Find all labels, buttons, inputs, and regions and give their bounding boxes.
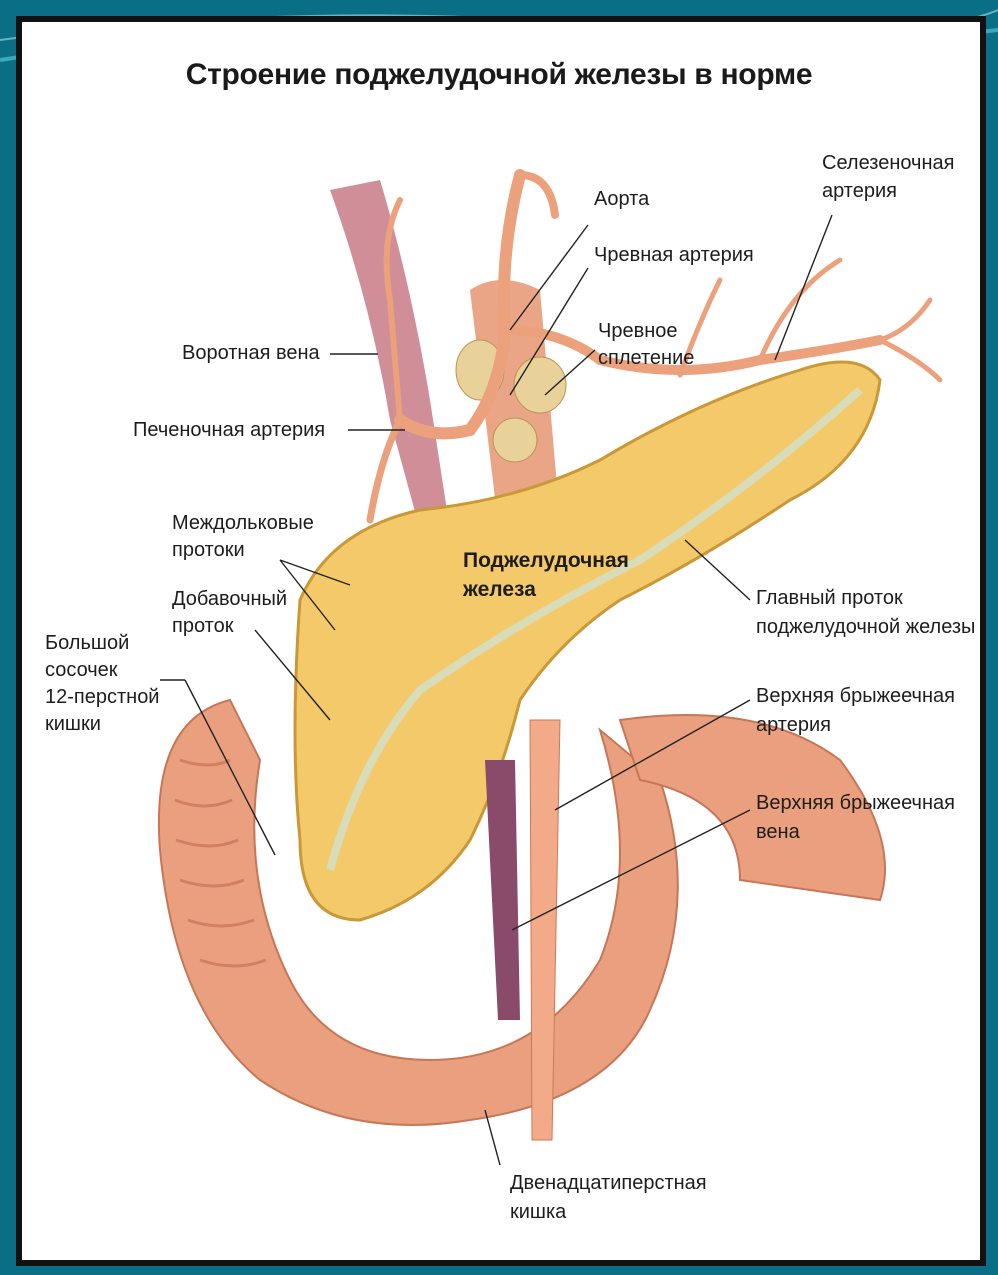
smv-shape [485,760,520,1020]
page-title: Строение поджелудочной железы в норме [0,58,998,92]
label-smv-line2: вена [756,819,800,845]
label-sma-line2: артерия [756,712,831,738]
label-papilla-line2: сосочек [45,657,118,683]
label-splenic-artery-line2: артерия [822,178,897,204]
label-celiac-plexus-line1: Чревное [598,318,678,344]
label-smv-line1: Верхняя брыжеечная [756,790,955,816]
label-accessory-duct-line1: Добавочный [172,586,287,612]
label-papilla-line4: кишки [45,711,101,737]
label-pancreas-line1: Поджелудочная [463,548,629,574]
label-splenic-artery-line1: Селезеночная [822,150,954,176]
label-aorta: Аорта [594,186,649,212]
label-duodenum-line1: Двенадцатиперстная [510,1170,707,1196]
label-main-duct-line2: поджелудочной железы [756,614,975,640]
label-accessory-duct-line2: проток [172,613,233,639]
label-sma-line1: Верхняя брыжеечная [756,683,955,709]
label-celiac-artery: Чревная артерия [594,242,754,268]
label-celiac-plexus-line2: сплетение [598,345,694,371]
label-pancreas-line2: железа [463,577,536,603]
label-interlobular-ducts-line1: Междольковые [172,510,314,536]
label-duodenum-line2: кишка [510,1199,566,1225]
label-interlobular-ducts-line2: протоки [172,537,245,563]
label-hepatic-artery: Печеночная артерия [133,417,325,443]
label-papilla-line3: 12-перстной [45,684,159,710]
label-portal-vein: Воротная вена [182,340,320,366]
label-papilla-line1: Большой [45,630,129,656]
label-main-duct-line1: Главный проток [756,585,903,611]
